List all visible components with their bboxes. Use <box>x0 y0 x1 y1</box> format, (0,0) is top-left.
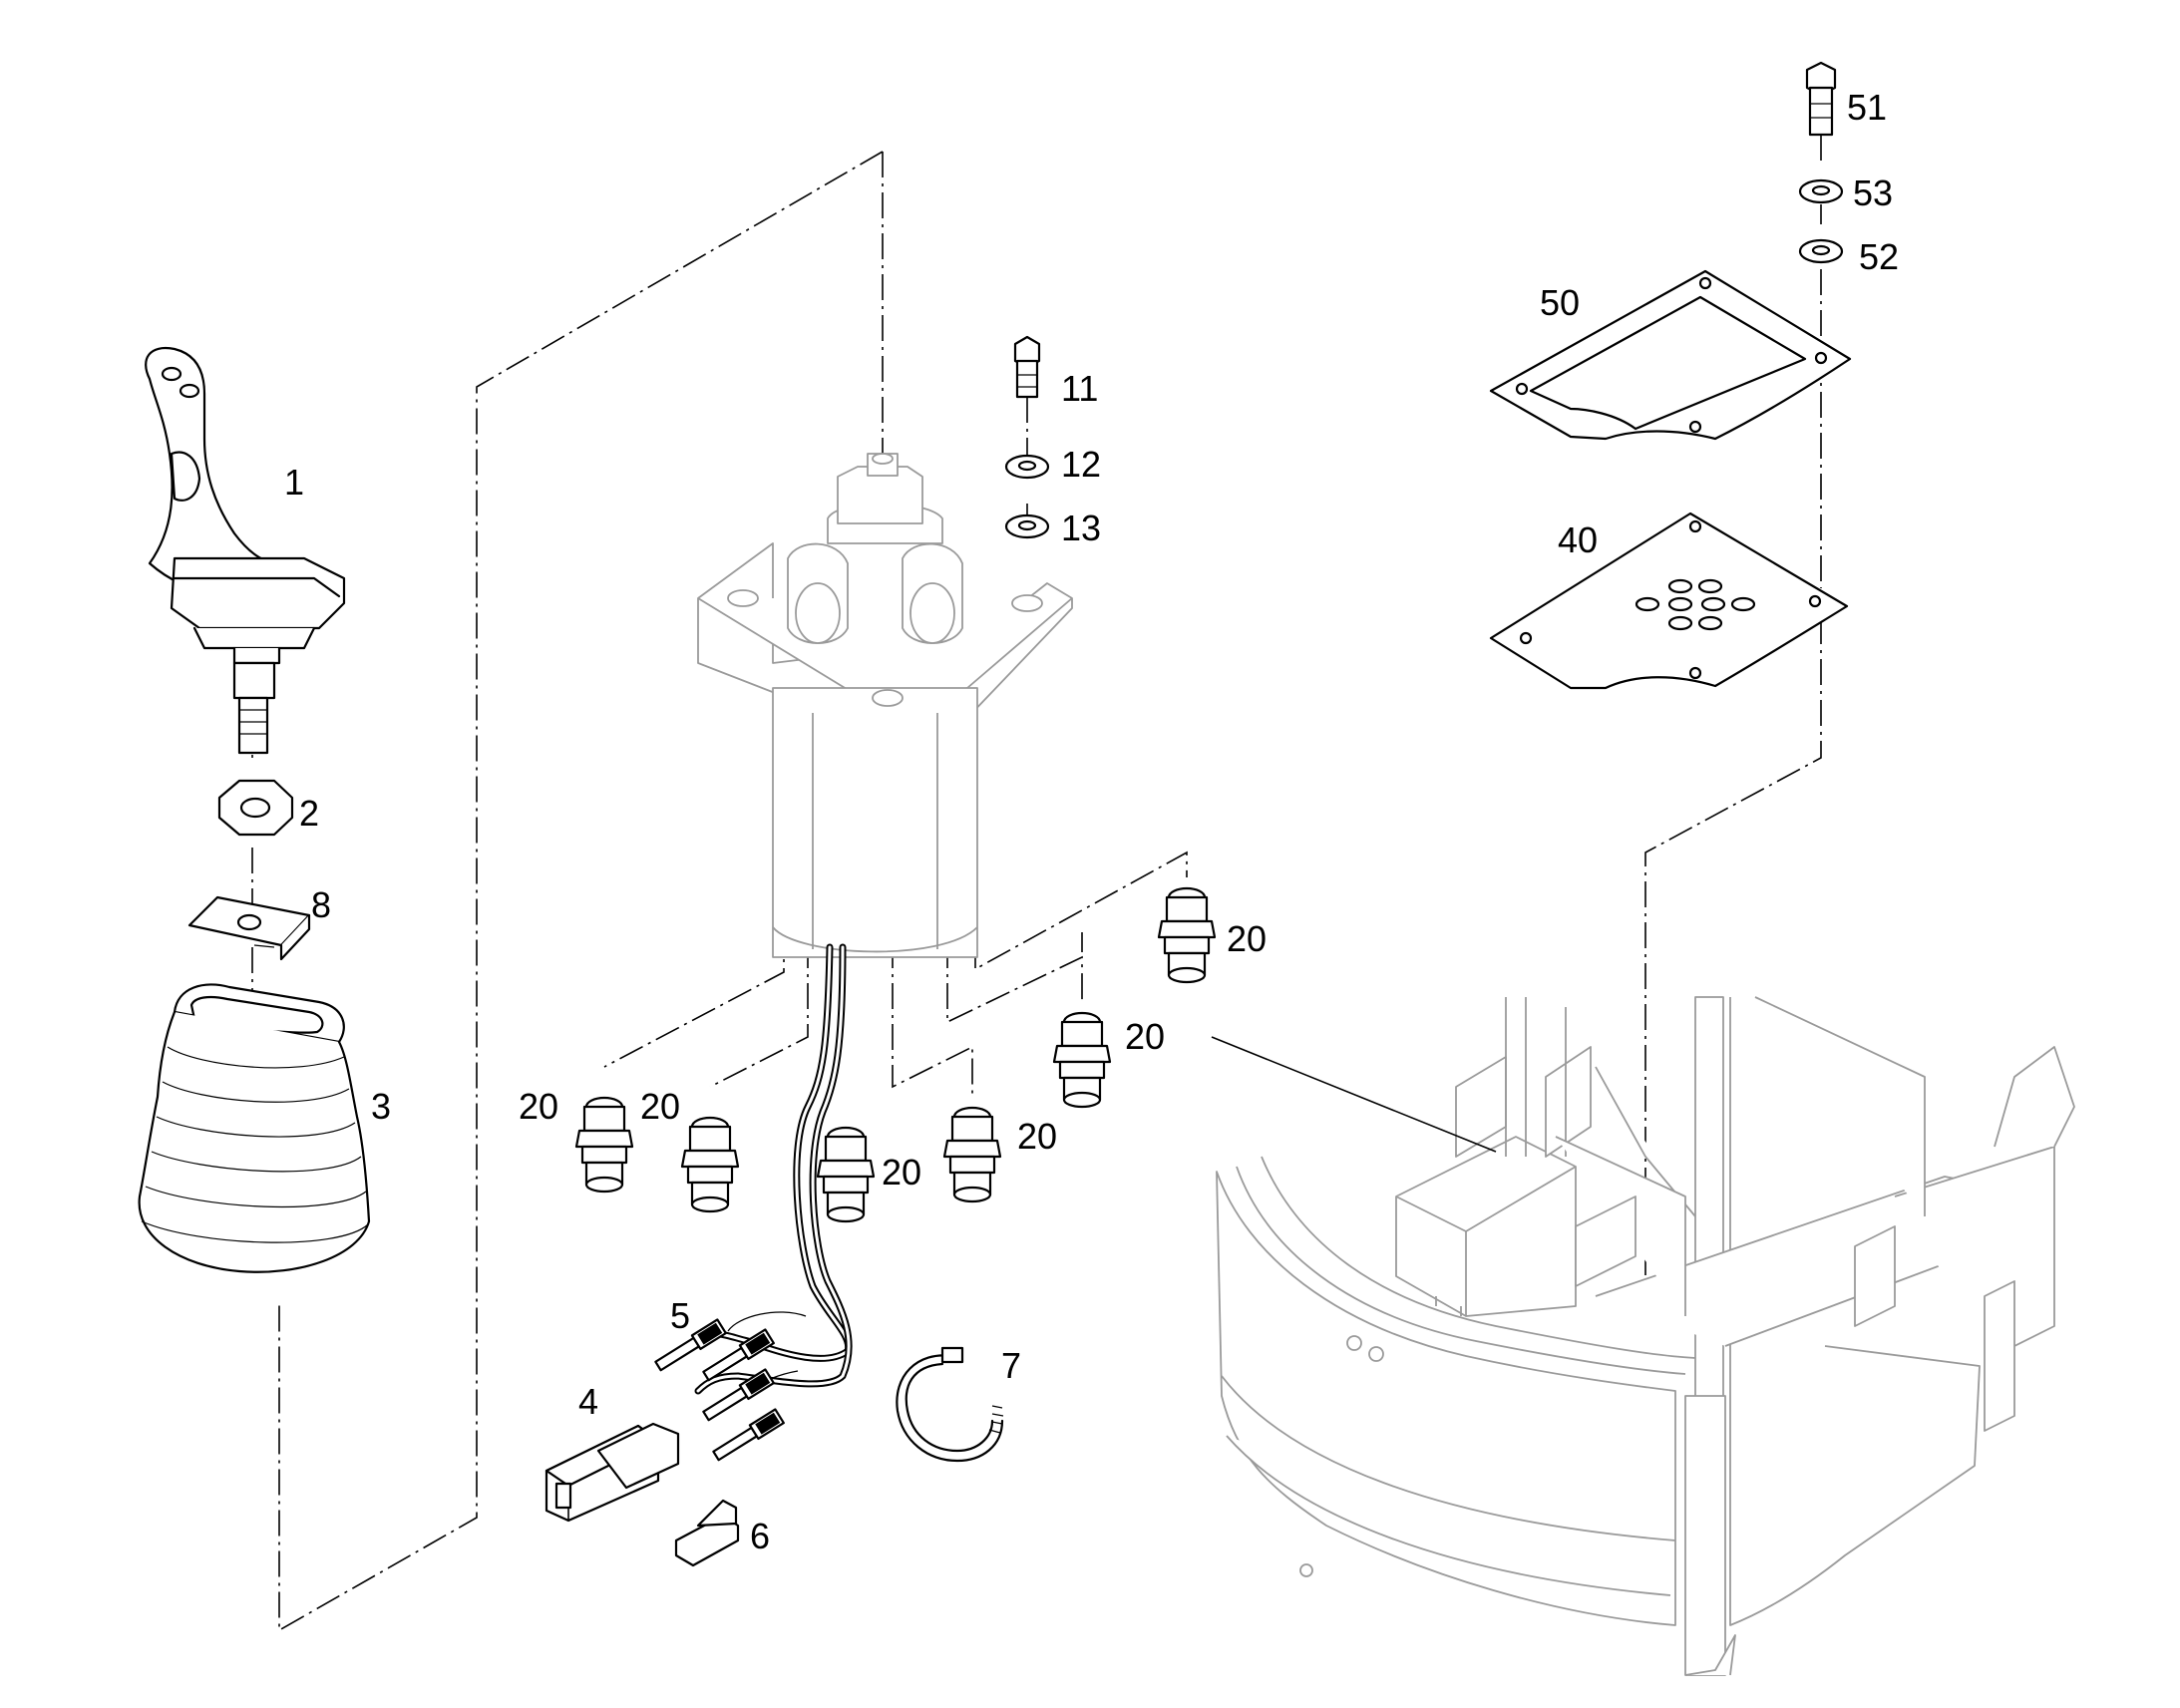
joystick-handle-part-1 <box>145 346 346 755</box>
callout-20-d: 20 <box>1017 1116 1057 1157</box>
frame-pointer-line <box>1211 1036 1497 1153</box>
callout-20-e: 20 <box>1125 1016 1165 1057</box>
washer-part-52 <box>1798 238 1844 264</box>
callout-7: 7 <box>1001 1345 1021 1386</box>
machine-frame <box>1216 996 2075 1676</box>
callout-53: 53 <box>1853 172 1893 213</box>
hex-nut-part-2 <box>217 779 294 837</box>
gasket-frame-part-50 <box>1489 269 1852 441</box>
callout-11: 11 <box>1061 368 1098 409</box>
callout-8: 8 <box>311 884 331 925</box>
callout-5: 5 <box>670 1295 690 1336</box>
callout-4: 4 <box>578 1381 598 1422</box>
fitting-part-20-d <box>942 1106 1002 1203</box>
washer-part-53 <box>1798 178 1844 204</box>
bolt-part-51 <box>1805 61 1837 137</box>
washer-part-13 <box>1004 513 1050 539</box>
callout-50: 50 <box>1540 282 1580 323</box>
assembly-leader-lines <box>251 135 1822 1632</box>
pilot-valve-assembly <box>697 453 1073 958</box>
callout-20-a: 20 <box>519 1086 558 1127</box>
callout-20-f: 20 <box>1227 918 1267 959</box>
fitting-part-20-f <box>1157 886 1217 984</box>
bolt-part-11 <box>1013 335 1041 399</box>
callout-51: 51 <box>1847 87 1887 128</box>
callout-labels: 1 2 3 4 5 6 7 8 11 12 13 20 20 20 20 20 … <box>284 87 1899 1556</box>
cable-tie-part-7 <box>896 1346 1004 1463</box>
bracket-part-8 <box>187 895 311 961</box>
callout-2: 2 <box>299 793 319 834</box>
callout-20-b: 20 <box>640 1086 680 1127</box>
rubber-boot-part-3 <box>138 983 371 1273</box>
callout-12: 12 <box>1061 444 1101 485</box>
callout-52: 52 <box>1859 236 1899 277</box>
fitting-part-20-a <box>574 1096 634 1194</box>
connector-housing-part-4 <box>545 1422 680 1523</box>
fitting-part-20-b <box>680 1116 740 1213</box>
cover-plate-part-40 <box>1489 512 1849 690</box>
washer-part-12 <box>1004 454 1050 480</box>
callout-1: 1 <box>284 462 304 503</box>
callout-20-c: 20 <box>882 1152 921 1193</box>
pin-terminals-part-5 <box>654 1318 785 1462</box>
callout-40: 40 <box>1558 519 1598 560</box>
callout-13: 13 <box>1061 508 1101 548</box>
fitting-part-20-e <box>1052 1011 1112 1109</box>
callout-6: 6 <box>750 1516 770 1556</box>
fitting-part-20-c <box>816 1126 876 1223</box>
callout-3: 3 <box>371 1086 391 1127</box>
wedge-lock-part-6 <box>674 1499 740 1567</box>
